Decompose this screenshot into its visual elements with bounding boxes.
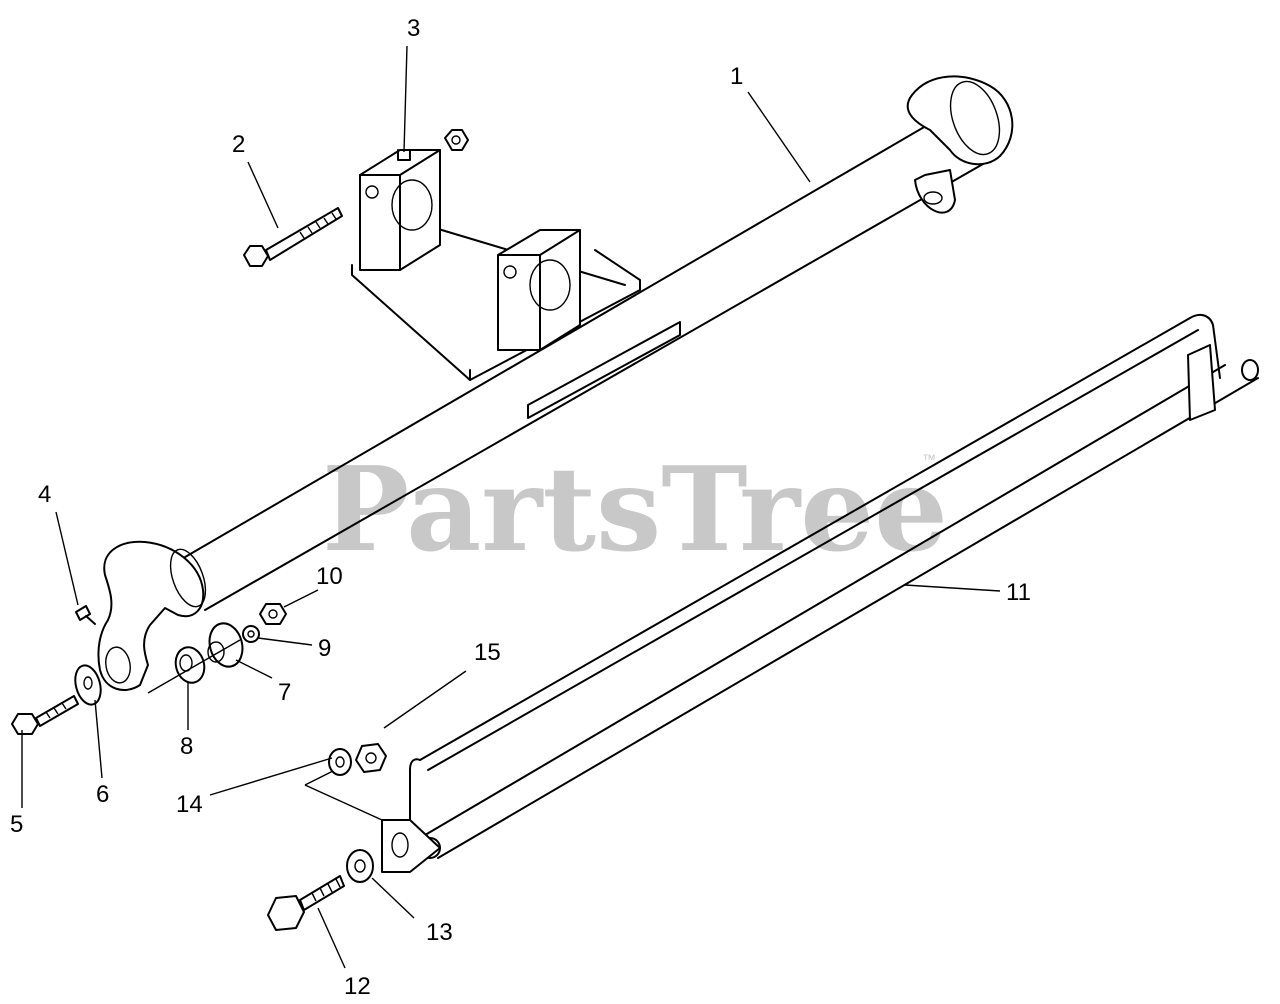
watermark-text: PartsTree	[322, 442, 948, 578]
callout-9: 9	[318, 635, 331, 662]
leader-9	[257, 637, 313, 646]
parts-tree-logo: PartsTree ™	[322, 442, 948, 578]
callout-15: 15	[474, 639, 501, 666]
leader-12	[317, 907, 346, 969]
leader-4	[55, 511, 79, 606]
callout-11: 11	[1006, 579, 1031, 606]
callout-6: 6	[96, 781, 109, 808]
callout-12: 12	[344, 973, 371, 1000]
main-tube-part[interactable]	[97, 75, 1014, 691]
far-end-fasteners[interactable]	[267, 743, 387, 931]
leader-1	[747, 91, 811, 183]
callout-7: 7	[278, 679, 291, 706]
leader-2	[247, 161, 279, 229]
bolt-part-2[interactable]	[243, 207, 343, 267]
callout-10: 10	[316, 563, 343, 590]
leader-15	[383, 670, 467, 729]
leader-13	[371, 877, 415, 919]
callout-14: 14	[176, 791, 203, 818]
leader-14	[209, 757, 333, 796]
callout-5: 5	[10, 811, 23, 838]
leader-3	[403, 45, 408, 153]
callout-1: 1	[730, 63, 743, 90]
callout-labels: 1 2 3 4 5 6 7 8 9 10 11 12 13 14 15	[10, 15, 1031, 1000]
watermark-trademark: ™	[922, 451, 936, 467]
callout-3: 3	[407, 15, 420, 42]
near-end-fasteners[interactable]	[11, 603, 287, 735]
leader-10	[283, 589, 319, 608]
leader-11	[904, 584, 1001, 592]
callout-13: 13	[426, 919, 453, 946]
clamp-bracket-part[interactable]	[351, 129, 641, 381]
leader-6	[94, 699, 103, 779]
callout-4: 4	[38, 481, 51, 508]
leader-lines	[21, 45, 1001, 969]
handle-bar-part[interactable]	[304, 313, 1259, 873]
callout-8: 8	[180, 733, 193, 760]
leader-7	[235, 659, 273, 679]
callout-2: 2	[232, 131, 245, 158]
